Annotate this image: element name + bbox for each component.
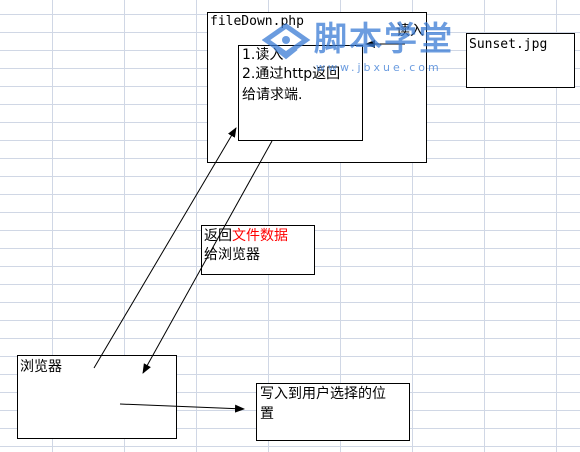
sunset-file-box xyxy=(466,33,575,88)
write-location-line1: 写入到用户选择的位 xyxy=(260,386,386,402)
read-label: 读入 xyxy=(396,23,424,39)
return-data-prefix: 返回 xyxy=(204,228,232,244)
php-box-title: fileDown.php xyxy=(210,14,304,29)
inner-step-3: 给请求端. xyxy=(242,87,303,103)
write-location-box xyxy=(256,383,410,441)
inner-steps-box xyxy=(238,45,363,141)
sunset-file-label: Sunset.jpg xyxy=(469,37,548,52)
browser-label: 浏览器 xyxy=(20,359,62,375)
write-location-line2: 置 xyxy=(260,406,274,422)
return-data-highlight: 文件数据 xyxy=(232,228,288,244)
inner-step-1: 1.读入 xyxy=(242,47,284,63)
return-data-line1: 返回文件数据 xyxy=(204,228,288,244)
return-data-line2: 给浏览器 xyxy=(204,247,260,263)
inner-step-2: 2.通过http返回 xyxy=(242,66,341,82)
